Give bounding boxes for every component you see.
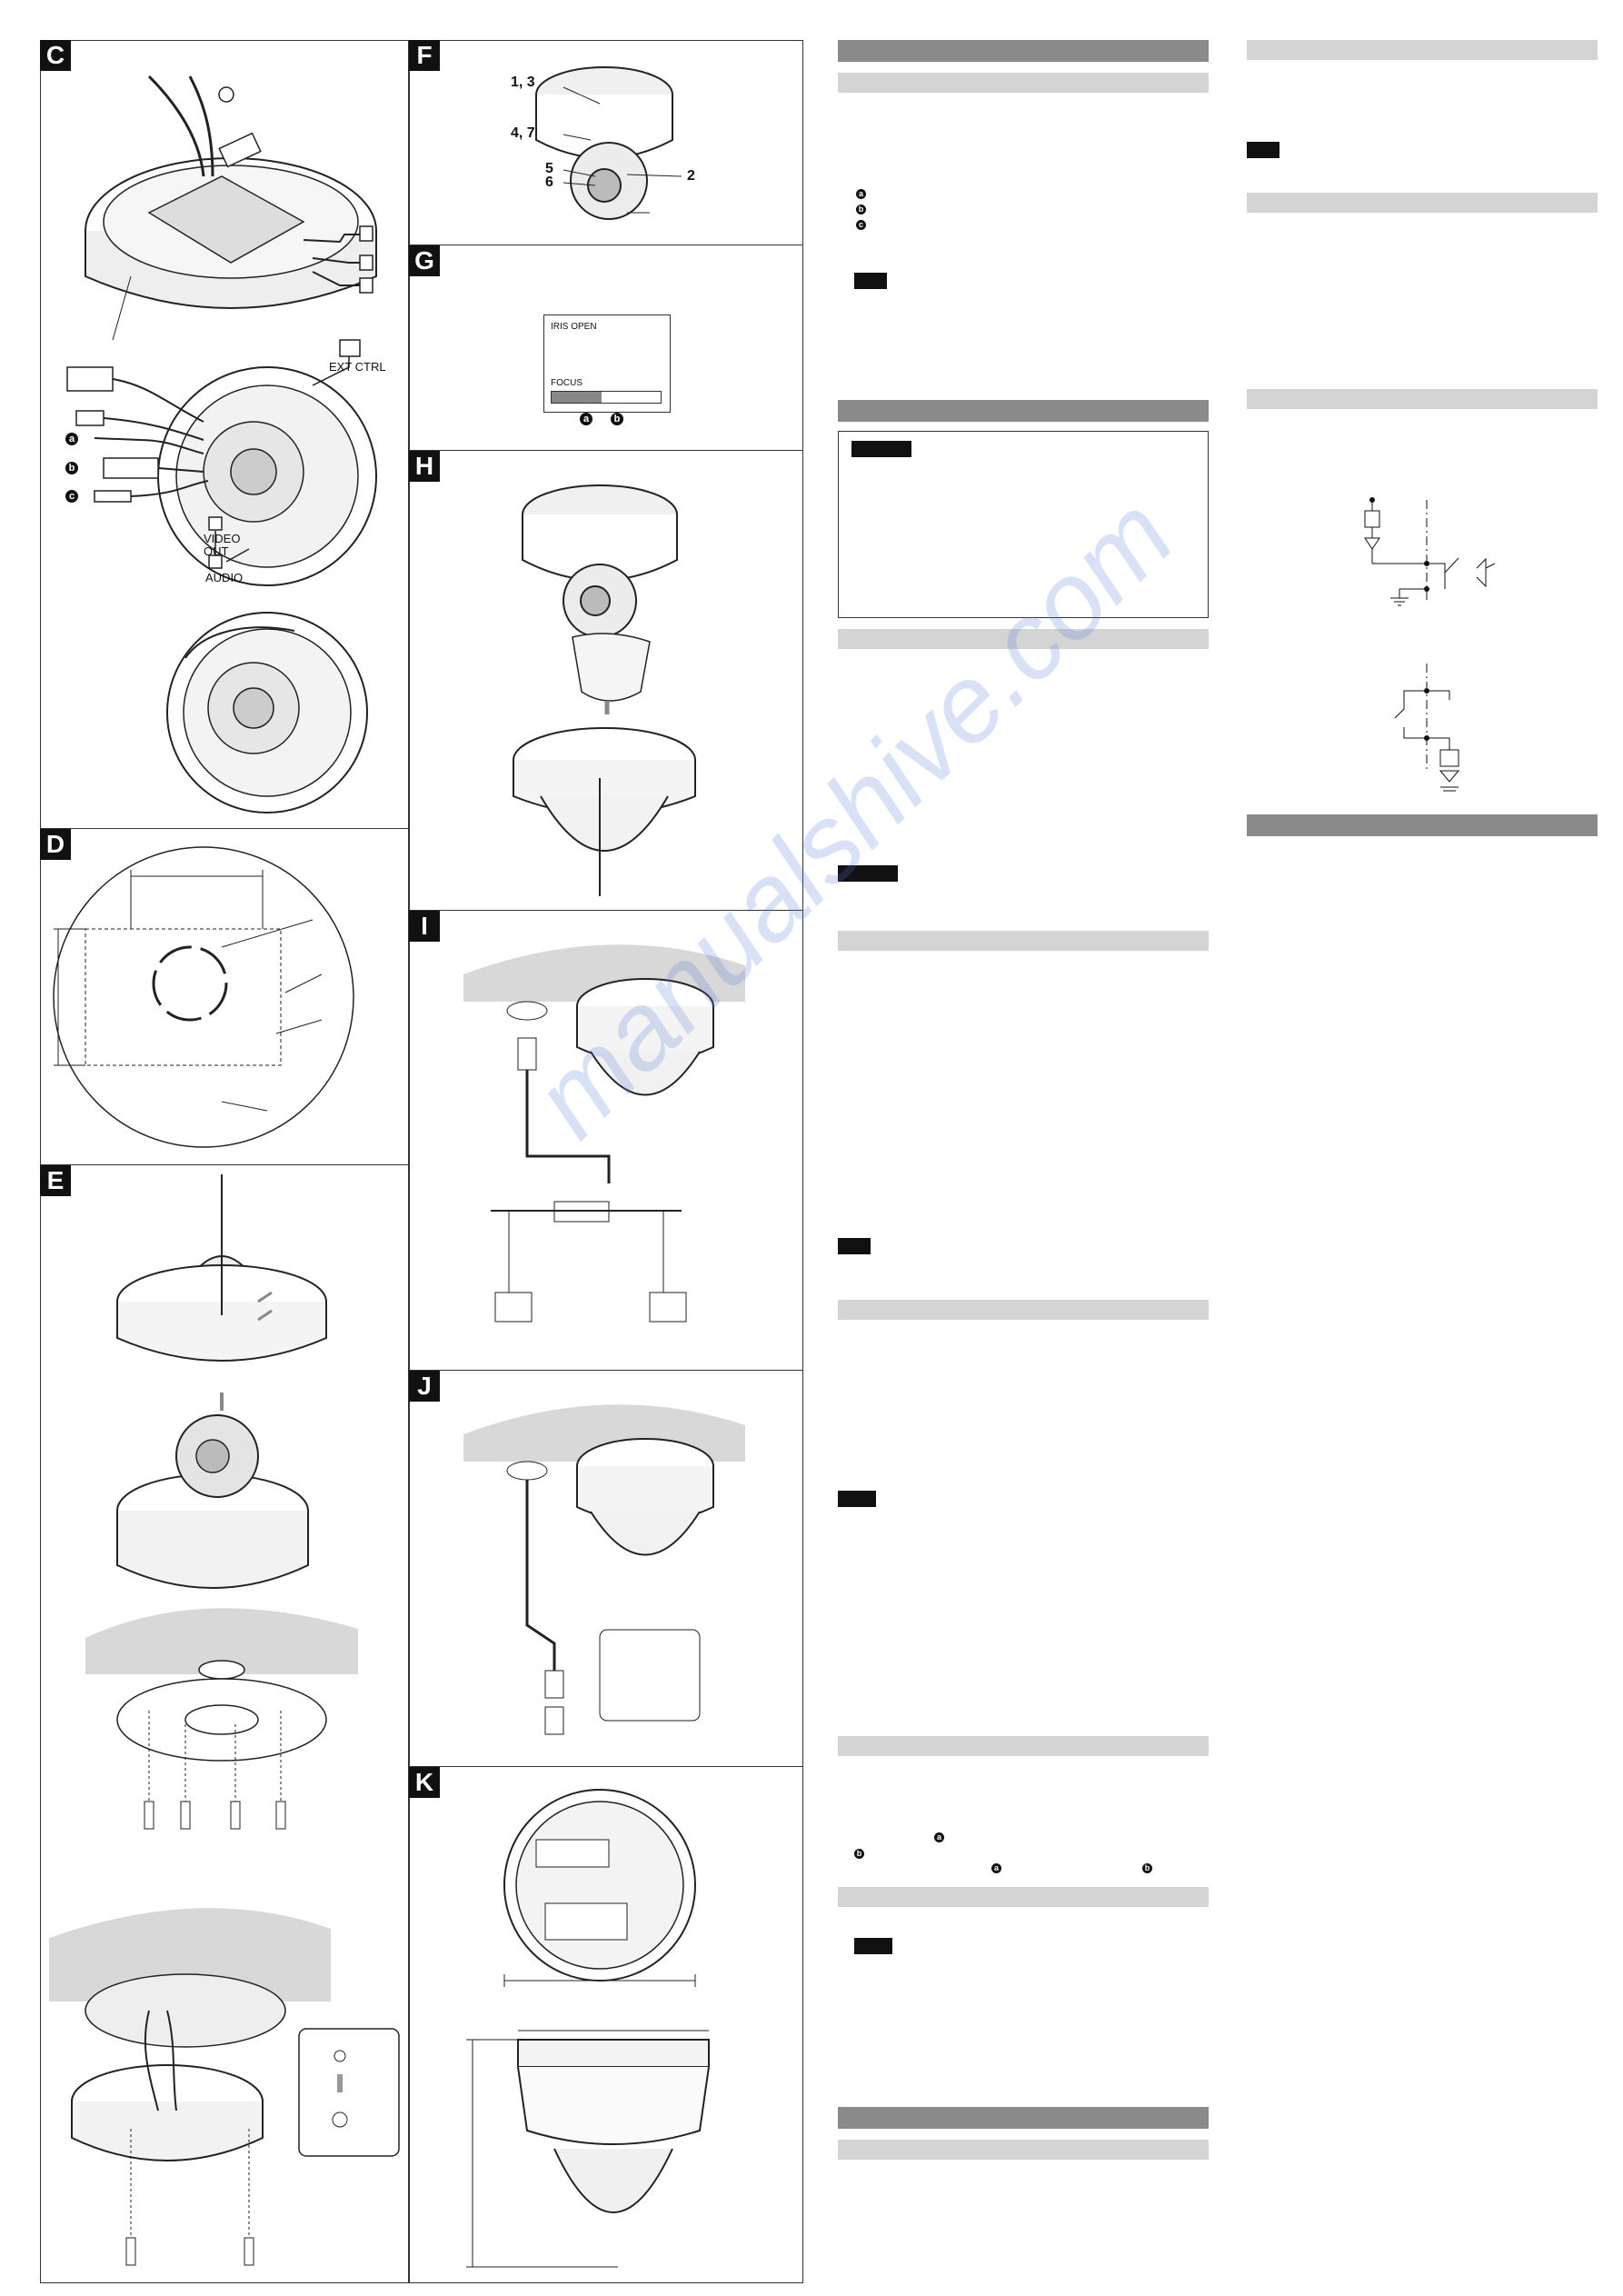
inline-bullet-b: b (854, 1849, 864, 1859)
col2-header-bar-3 (1247, 389, 1598, 409)
panel-k: K (409, 1767, 803, 2283)
panel-h-label: H (409, 451, 440, 482)
list-bullet-b: b (856, 205, 866, 215)
callout-4-7: 4, 7 (511, 125, 535, 141)
panel-h: H (409, 451, 803, 911)
focus-bar (551, 391, 662, 404)
callout-2: 2 (687, 168, 695, 184)
video-out-label: VIDEO OUT (204, 532, 241, 558)
col2-section-header-bar (1247, 814, 1598, 836)
subsection-header-bar-4 (838, 1300, 1209, 1320)
panel-d-label: D (40, 829, 71, 860)
bullet-a: a (65, 433, 78, 445)
focus-bullet-b: b (611, 413, 623, 425)
panel-j-label: J (409, 1371, 440, 1402)
panel-j-cable (463, 1404, 745, 1735)
panel-i-label: I (409, 911, 440, 942)
panel-k-label: K (409, 1767, 440, 1798)
circuit-diagram (1364, 497, 1496, 792)
note-tag-4 (854, 1938, 892, 1954)
focus-text: FOCUS (551, 378, 582, 388)
panel-i: I (409, 911, 803, 1371)
caution-tag-2 (838, 865, 898, 882)
section-header-bar-3 (838, 2107, 1209, 2129)
subsection-header-bar-7 (838, 2140, 1209, 2160)
panel-f-camera (535, 66, 682, 220)
panel-e-label: E (40, 1165, 71, 1196)
col2-header-bar-2 (1247, 193, 1598, 213)
panel-g-label: G (409, 245, 440, 276)
panel-c-illustration (66, 75, 377, 814)
panel-k-dimensions (466, 1789, 710, 2268)
inline-bullet-a-2: a (991, 1863, 1001, 1873)
panel-d-template (53, 846, 354, 1148)
panel-f: F 1, 3 4, 7 5 6 2 (409, 40, 803, 245)
list-bullet-a: a (856, 189, 866, 199)
section-header-bar (838, 40, 1209, 62)
bullet-c: c (65, 490, 78, 503)
subsection-header-bar-3 (838, 931, 1209, 951)
panel-j: J (409, 1371, 803, 1767)
panel-c-label: C (40, 40, 71, 71)
note-tag-2 (838, 1238, 871, 1254)
inline-bullet-b-2: b (1142, 1863, 1152, 1873)
audio-label: AUDIO (205, 571, 244, 584)
panel-h-illustration (513, 484, 696, 896)
caution-box (838, 431, 1209, 618)
subsection-header-bar-6 (838, 1887, 1209, 1907)
panel-d: D (40, 829, 408, 1165)
panel-f-label: F (409, 40, 440, 71)
bullet-b: b (65, 462, 78, 474)
focus-bullet-a: a (580, 413, 592, 425)
ext-ctrl-label: EXT CTRL (329, 360, 386, 374)
iris-open-text: IRIS OPEN (551, 322, 597, 332)
panel-e-illustration (49, 1174, 400, 2266)
panel-e: E (40, 1165, 408, 2283)
subsection-header-bar-5 (838, 1736, 1209, 1756)
panel-c: C (40, 40, 408, 829)
callout-6: 6 (545, 175, 553, 190)
col2-header-bar (1247, 40, 1598, 60)
frame-divider (408, 40, 410, 2283)
panel-g: G IRIS OPEN FOCUS a b (409, 245, 803, 451)
note-tag-3 (838, 1491, 876, 1507)
section-header-bar-2 (838, 400, 1209, 422)
caution-tag (851, 441, 911, 457)
callout-5: 5 (545, 161, 553, 176)
inline-bullet-a: a (934, 1832, 944, 1842)
col2-note-tag (1247, 142, 1279, 158)
callout-1-3: 1, 3 (511, 75, 535, 90)
subsection-header-bar (838, 73, 1209, 93)
list-bullet-c: c (856, 220, 866, 230)
panel-i-network (463, 944, 745, 1323)
note-tag (854, 273, 887, 289)
subsection-header-bar-2 (838, 629, 1209, 649)
